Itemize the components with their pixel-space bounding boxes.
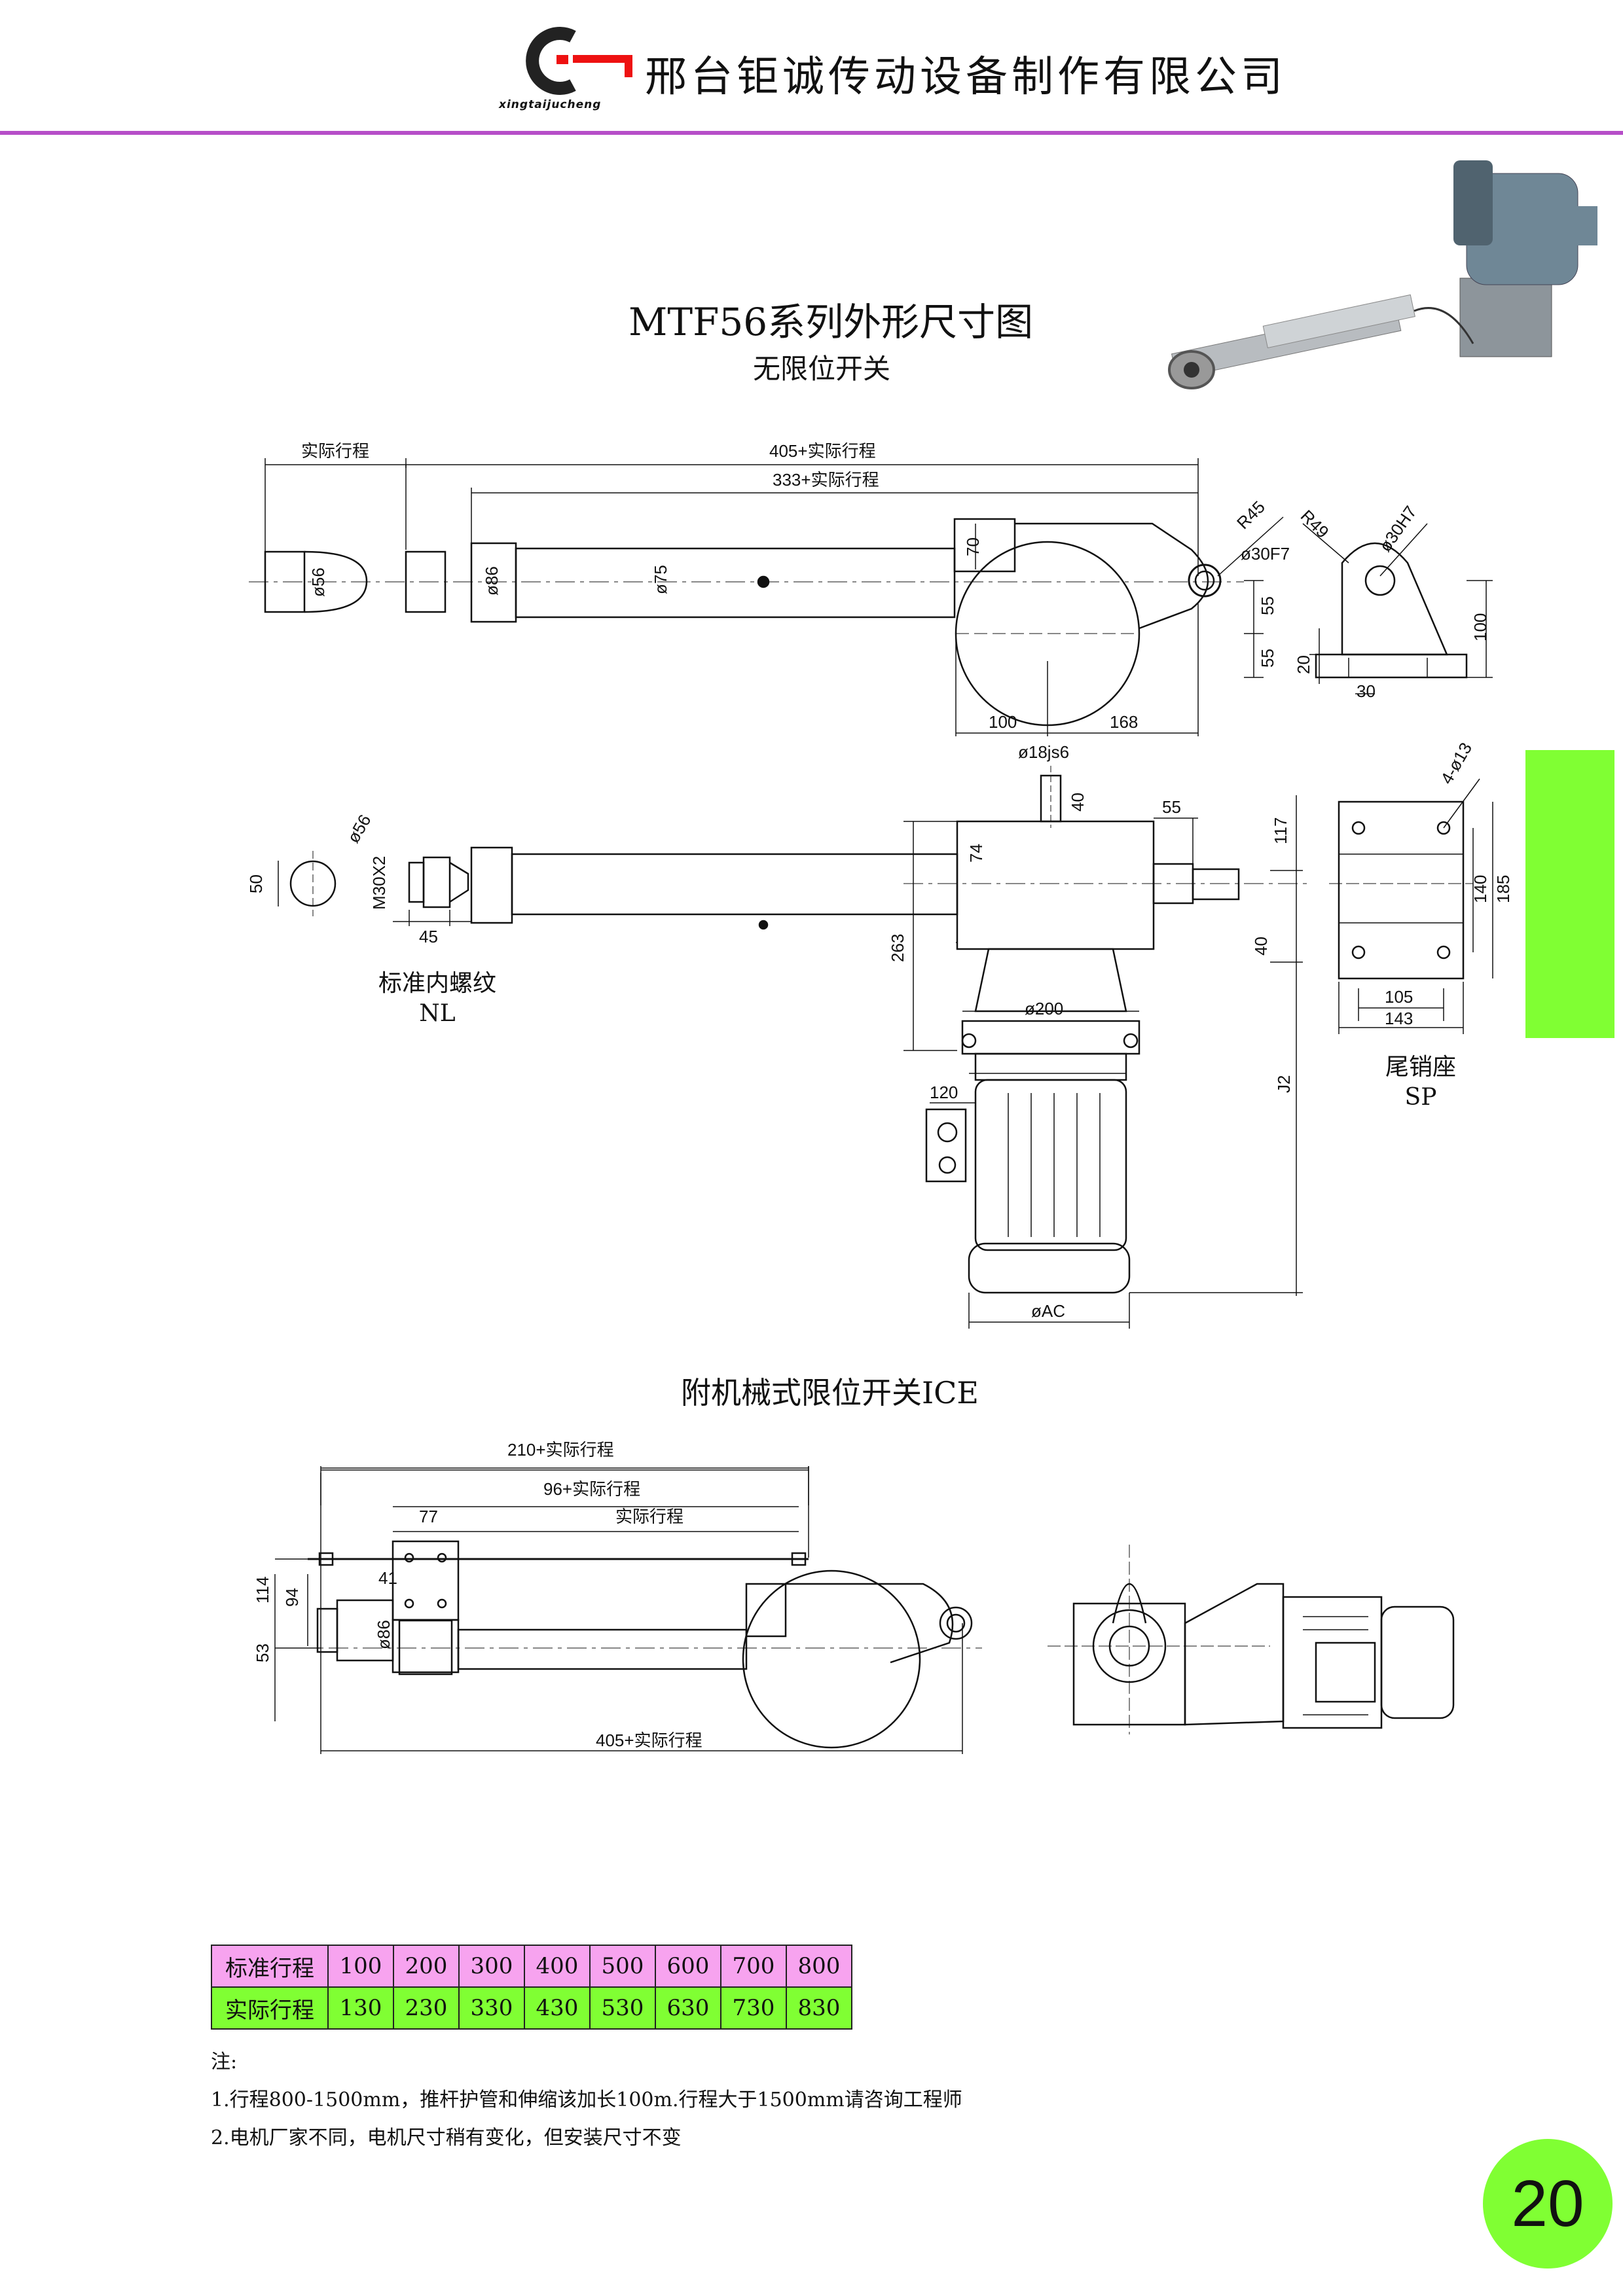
dimension-drawing-ice <box>274 1466 1455 1754</box>
caption-sp: 尾销座 SP <box>1362 1052 1480 1113</box>
table-cell: 100 <box>327 1945 394 1988</box>
dim-label: ø75 <box>651 565 670 594</box>
dim-label: 4-ø13 <box>1436 739 1476 787</box>
dim-label: 114 <box>253 1577 272 1604</box>
ice-title: 附机械式限位开关ICE <box>681 1375 979 1410</box>
dim-label: 53 <box>253 1643 272 1662</box>
dim-label: 20 <box>1294 655 1313 674</box>
caption-nl: 标准内螺纹 NL <box>359 969 516 1029</box>
dim-label: 100 <box>1470 613 1490 641</box>
table-cell: 800 <box>786 1945 852 1988</box>
table-cell: 200 <box>393 1945 460 1988</box>
row-label: 标准行程 <box>211 1945 329 1988</box>
dim-label: ø56 <box>308 567 328 597</box>
dim-label: R45 <box>1233 497 1269 533</box>
dim-label: 405+实际行程 <box>769 441 876 461</box>
dim-label: 30 <box>1357 681 1376 701</box>
dim-label: 185 <box>1493 875 1513 903</box>
dim-label: 168 <box>1110 712 1138 732</box>
dim-label: J2 <box>1274 1075 1294 1093</box>
notes: 注: 1.行程800-1500mm，推杆护管和伸缩该加长100m.行程大于150… <box>211 2043 962 2157</box>
dim-label: 实际行程 <box>301 441 369 461</box>
side-tab <box>1525 750 1614 1038</box>
dim-label: ø30F7 <box>1241 544 1290 564</box>
dim-label: 333+实际行程 <box>773 470 879 490</box>
table-cell: 230 <box>393 1986 460 2030</box>
dim-label: 210+实际行程 <box>507 1440 614 1460</box>
dim-label: ø56 <box>343 811 374 846</box>
page-number: 20 <box>1483 2139 1613 2269</box>
dim-label: 77 <box>419 1507 438 1526</box>
dim-label: 40 <box>1251 937 1271 956</box>
dim-label: 105 <box>1385 987 1413 1007</box>
table-cell: 830 <box>786 1986 852 2030</box>
drawing-top-view <box>278 766 1309 1329</box>
dim-label: 50 <box>246 874 266 893</box>
dim-label: ø200 <box>1025 999 1063 1018</box>
dim-label: 55 <box>1258 649 1277 668</box>
row-label: 实际行程 <box>211 1986 329 2030</box>
caption-nl-cn: 标准内螺纹 <box>378 970 496 997</box>
dimension-drawing <box>249 458 1493 1505</box>
drawing-side-view <box>249 458 1264 736</box>
dim-label: 40 <box>1068 793 1087 812</box>
table-cell: 500 <box>589 1945 656 1988</box>
dim-label: 41 <box>378 1568 397 1588</box>
table-cell: 430 <box>524 1986 591 2030</box>
dim-label: 117 <box>1271 817 1290 844</box>
dim-label: 70 <box>963 537 983 556</box>
notes-heading: 注: <box>211 2051 238 2073</box>
table-cell: 700 <box>720 1945 787 1988</box>
dimension-labels: 实际行程 405+实际行程 333+实际行程 ø56 ø86 ø75 70 R4… <box>246 441 1513 1750</box>
dim-label: ø86 <box>374 1620 393 1649</box>
dim-label: 74 <box>966 844 986 863</box>
dim-label: 45 <box>419 927 438 946</box>
note-item: 1.行程800-1500mm，推杆护管和伸缩该加长100m.行程大于1500mm… <box>211 2089 962 2111</box>
dim-label: 263 <box>888 934 907 962</box>
product-photo <box>1168 160 1597 389</box>
table-cell: 330 <box>458 1986 525 2030</box>
dim-label: R49 <box>1297 506 1333 542</box>
dim-label: 405+实际行程 <box>596 1731 702 1750</box>
dim-label: 55 <box>1258 596 1277 615</box>
table-cell: 530 <box>589 1986 656 2030</box>
dim-label: 120 <box>930 1083 958 1102</box>
dim-label: øAC <box>1031 1301 1065 1321</box>
table-cell: 130 <box>327 1986 394 2030</box>
drawing-tail-pin-seat <box>1329 778 1493 1034</box>
dim-label: ø86 <box>482 566 501 596</box>
dim-label: 94 <box>282 1588 302 1607</box>
stroke-table: 标准行程 100 200 300 400 500 600 700 800 实际行… <box>211 1945 852 2030</box>
dim-label: 140 <box>1470 875 1490 903</box>
dim-label: M30X2 <box>369 856 389 910</box>
table-cell: 400 <box>524 1945 591 1988</box>
caption-sp-cn: 尾销座 <box>1385 1054 1456 1081</box>
dim-label: 143 <box>1385 1009 1413 1028</box>
table-row: 实际行程 130 230 330 430 530 630 730 830 <box>211 1986 852 2030</box>
dim-label: 55 <box>1162 797 1181 817</box>
dim-label: 100 <box>989 712 1017 732</box>
company-logo <box>526 27 632 95</box>
dim-label: 实际行程 <box>615 1507 684 1526</box>
page-title: MTF56系列外形尺寸图 <box>629 300 1034 344</box>
table-cell: 730 <box>720 1986 787 2030</box>
caption-nl-code: NL <box>419 1000 456 1027</box>
company-name: 邢台钜诚传动设备制作有限公司 <box>645 53 1286 101</box>
table-row: 标准行程 100 200 300 400 500 600 700 800 <box>211 1945 852 1988</box>
table-cell: 600 <box>655 1945 721 1988</box>
logo-text: xingtaijucheng <box>499 98 602 111</box>
page-subtitle: 无限位开关 <box>753 353 891 385</box>
caption-sp-code: SP <box>1404 1084 1437 1111</box>
dim-label: ø18js6 <box>1018 742 1069 762</box>
dim-label: ø30H7 <box>1375 502 1420 555</box>
drawing-bracket-view <box>1217 516 1493 694</box>
note-item: 2.电机厂家不同，电机尺寸稍有变化，但安装尺寸不变 <box>211 2126 682 2149</box>
table-cell: 300 <box>458 1945 525 1988</box>
dim-label: 96+实际行程 <box>543 1479 640 1499</box>
table-cell: 630 <box>655 1986 721 2030</box>
header-divider <box>0 131 1623 135</box>
